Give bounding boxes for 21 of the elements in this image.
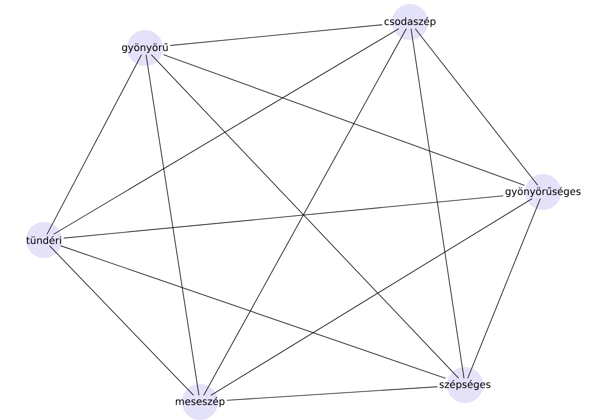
edge-line [226,386,438,401]
edge-line [151,54,459,379]
edge-line [203,28,407,396]
edge-line [53,28,400,235]
edge-line [467,198,541,379]
edge-line [63,195,504,238]
edge-line [170,24,383,46]
graph-node: tündéri [26,222,62,258]
graph-node: meseszép [176,384,224,420]
edge-line [60,245,446,379]
edge-line [49,245,194,396]
graph-node: gyönyörű [122,30,168,66]
edge-line [163,54,525,186]
edge-line [46,54,142,235]
edge-line [210,198,532,396]
edge-line [414,28,538,186]
edge-line [146,54,200,396]
graph-node: csodaszép [384,4,436,40]
graph-node: gyönyörűséges [506,174,581,210]
graph-node: szépséges [440,367,490,403]
edge-line [410,28,464,379]
